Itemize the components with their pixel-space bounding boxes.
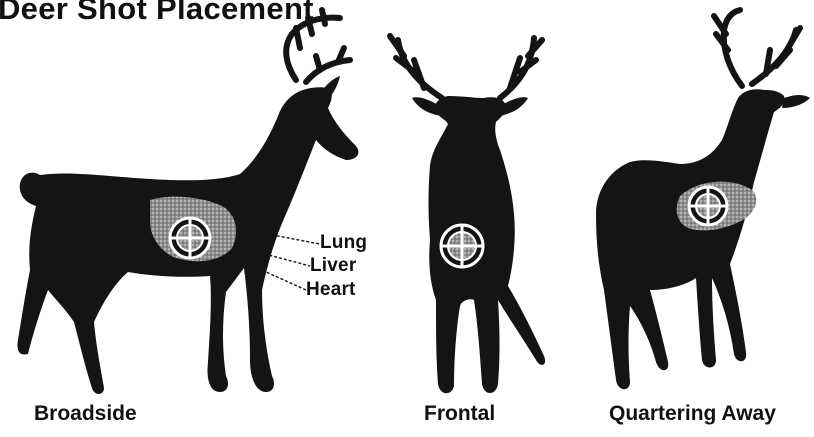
organ-label-liver: Liver [310, 255, 356, 277]
broadside-crosshair-icon [170, 218, 210, 258]
broadside-antlers-icon [286, 10, 350, 82]
quartering-body-silhouette [596, 89, 784, 389]
caption-frontal: Frontal [424, 402, 495, 426]
frontal-deer [390, 36, 545, 393]
quartering-away-deer [596, 10, 810, 389]
frontal-crosshair-icon [441, 225, 483, 267]
organ-label-lung: Lung [320, 232, 367, 254]
frontal-antlers-icon [390, 36, 542, 98]
broadside-deer [17, 10, 358, 394]
organ-label-heart: Heart [306, 279, 356, 301]
caption-broadside: Broadside [34, 402, 137, 426]
quartering-antlers-icon [714, 10, 800, 86]
caption-quartering-away: Quartering Away [609, 402, 776, 426]
quartering-crosshair-icon [689, 187, 727, 225]
